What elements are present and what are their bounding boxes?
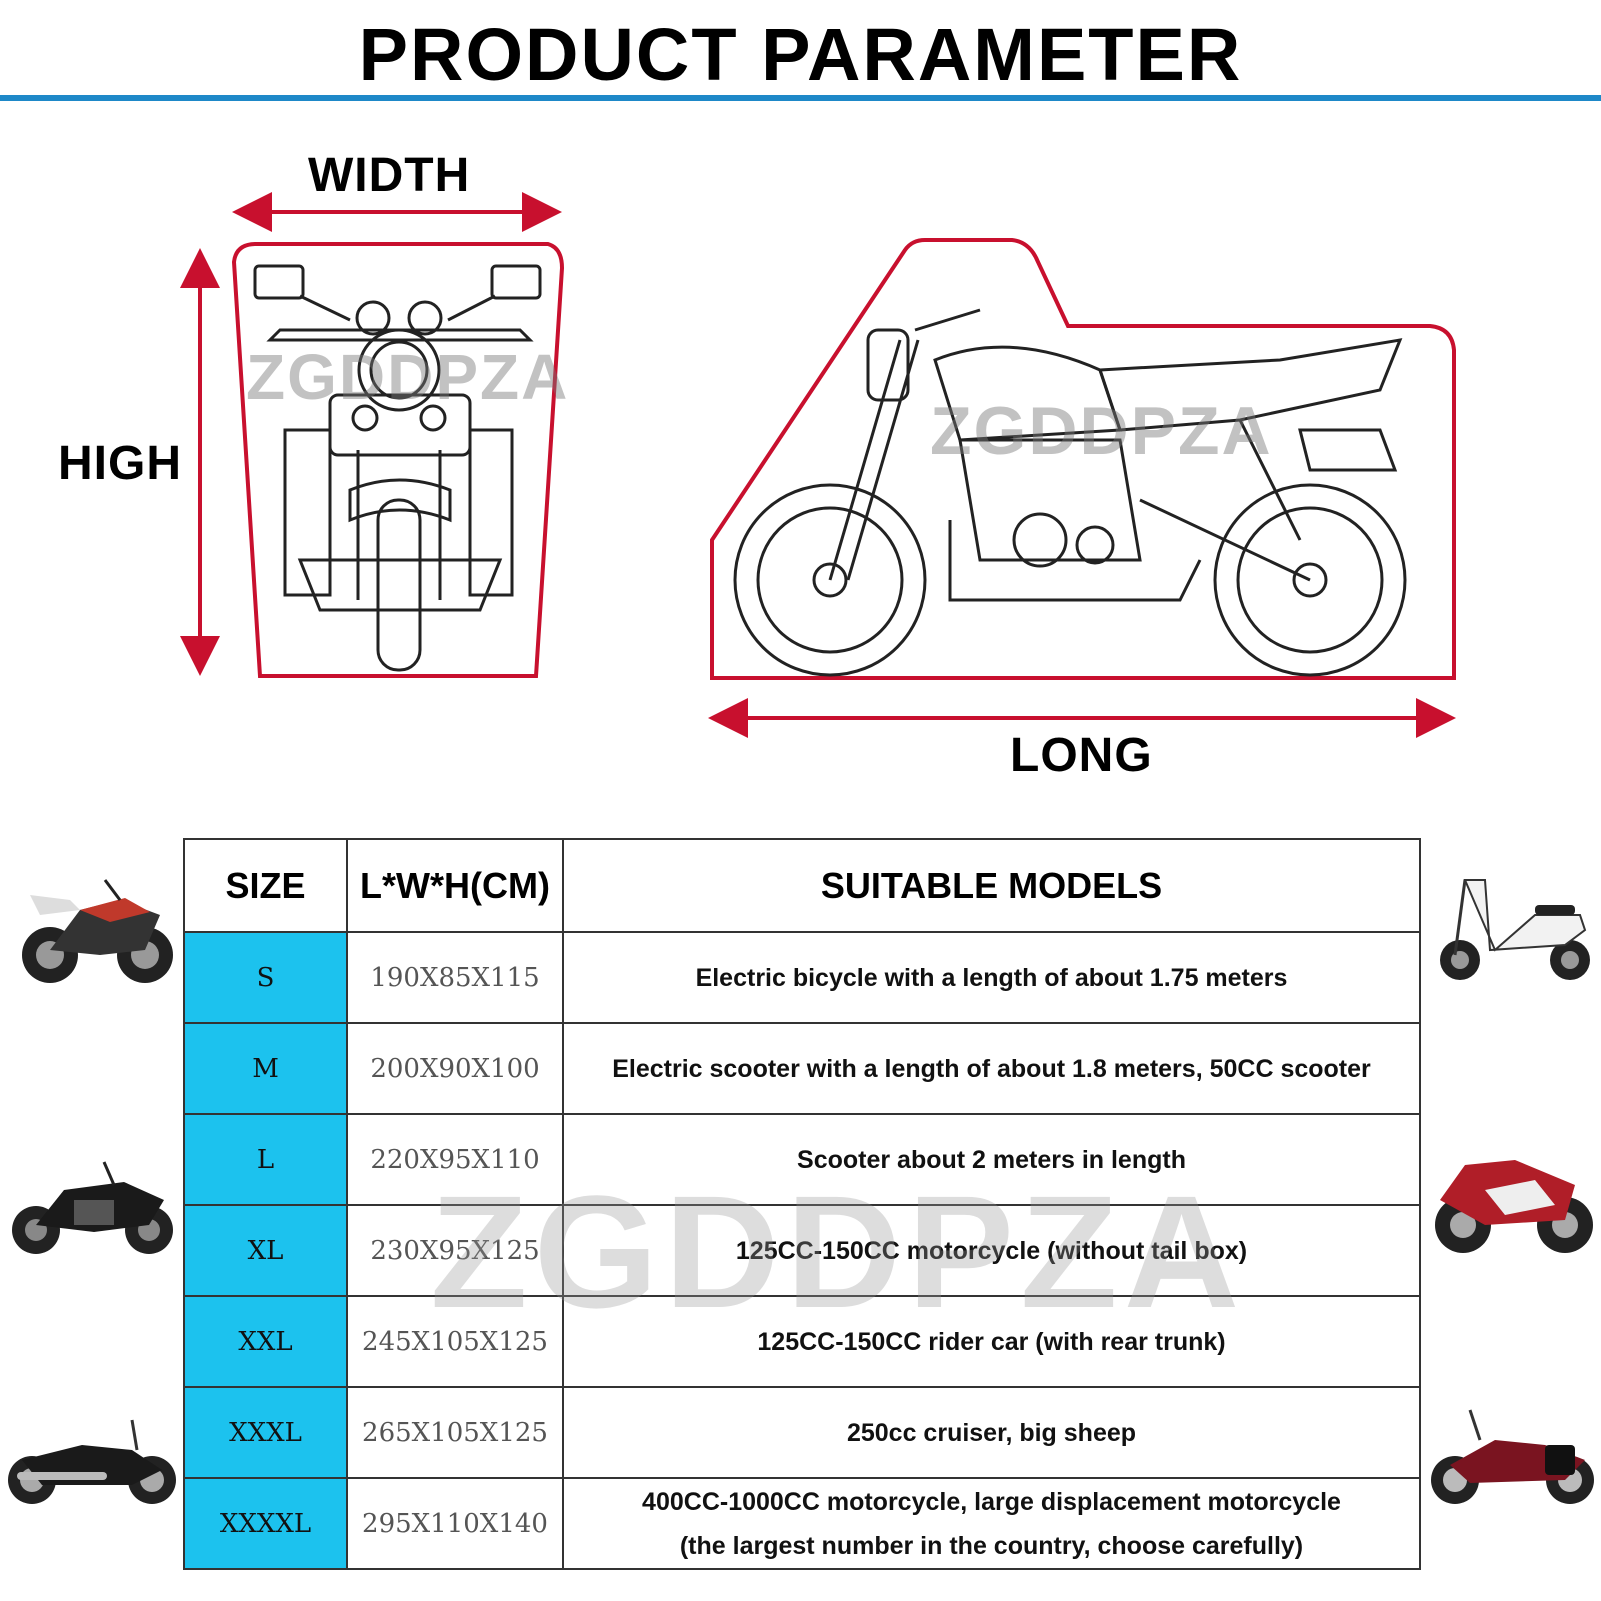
model-cell: Electric bicycle with a length of about … [562,931,1421,1024]
model-text-note: (the largest number in the country, choo… [679,1531,1304,1560]
watermark-front: ZGDDPZA [246,341,570,413]
dimension-cell: 230X95X125 [346,1204,564,1297]
scooter-icon [1440,879,1590,980]
front-cover-outline [231,242,565,678]
cruiser-motorcycle-icon [8,1419,176,1504]
touring-cruiser-icon [1431,1409,1594,1504]
model-cell: 400CC-1000CC motorcycle, large displacem… [562,1477,1421,1570]
size-cell: XXXXL [183,1477,348,1570]
model-text: 125CC-150CC motorcycle (without tail box… [735,1236,1248,1265]
naked-motorcycle-icon [12,1161,173,1254]
watermark-side: ZGDDPZA [930,393,1273,469]
table-row: XXL 245X105X125 125CC-150CC rider car (w… [183,1295,1421,1388]
table-row: XXXL 265X105X125 250cc cruiser, big shee… [183,1386,1421,1479]
sport-bike-icon [1435,1160,1593,1253]
model-text: 125CC-150CC rider car (with rear trunk) [757,1327,1226,1356]
model-text: Electric scooter with a length of about … [612,1054,1371,1083]
size-cell: S [183,931,348,1024]
dimension-cell: 200X90X100 [346,1022,564,1115]
model-cell: 250cc cruiser, big sheep [562,1386,1421,1479]
model-cell: Scooter about 2 meters in length [562,1113,1421,1206]
dimension-cell: 295X110X140 [346,1477,564,1570]
header-suitable-models: SUITABLE MODELS [562,838,1421,933]
model-cell: 125CC-150CC motorcycle (without tail box… [562,1204,1421,1297]
model-text: Scooter about 2 meters in length [797,1145,1186,1174]
high-label: HIGH [58,437,182,490]
model-text: Electric bicycle with a length of about … [695,963,1288,992]
header-size: SIZE [183,838,348,933]
sport-naked-motorcycle-icon [22,879,173,983]
front-motorcycle-drawing [253,264,542,672]
dimension-cell: 245X105X125 [346,1295,564,1388]
header-dimensions: L*W*H(CM) [346,838,564,933]
table-row: XXXXL 295X110X140 400CC-1000CC motorcycl… [183,1477,1421,1570]
size-cell: L [183,1113,348,1206]
model-text: 250cc cruiser, big sheep [846,1418,1137,1447]
table-row: XL 230X95X125 125CC-150CC motorcycle (wi… [183,1204,1421,1297]
title-divider [0,95,1601,101]
size-cell: M [183,1022,348,1115]
model-cell: Electric scooter with a length of about … [562,1022,1421,1115]
width-label: WIDTH [308,149,471,202]
long-label: LONG [1010,729,1153,782]
dimension-cell: 190X85X115 [346,931,564,1024]
dimension-cell: 265X105X125 [346,1386,564,1479]
dimension-cell: 220X95X110 [346,1113,564,1206]
model-cell: 125CC-150CC rider car (with rear trunk) [562,1295,1421,1388]
page-title: PRODUCT PARAMETER [358,13,1243,96]
size-cell: XXL [183,1295,348,1388]
size-cell: XL [183,1204,348,1297]
side-cover-outline [710,238,1456,680]
table-header-row: SIZE L*W*H(CM) SUITABLE MODELS [183,838,1421,933]
table-row: M 200X90X100 Electric scooter with a len… [183,1022,1421,1115]
dimension-diagram [180,192,1456,738]
table-row: S 190X85X115 Electric bicycle with a len… [183,931,1421,1024]
model-text: 400CC-1000CC motorcycle, large displacem… [642,1487,1341,1516]
table-row: L 220X95X110 Scooter about 2 meters in l… [183,1113,1421,1206]
side-motorcycle-drawing [733,308,1407,677]
size-table: SIZE L*W*H(CM) SUITABLE MODELS S 190X85X… [183,838,1421,1570]
size-cell: XXXL [183,1386,348,1479]
